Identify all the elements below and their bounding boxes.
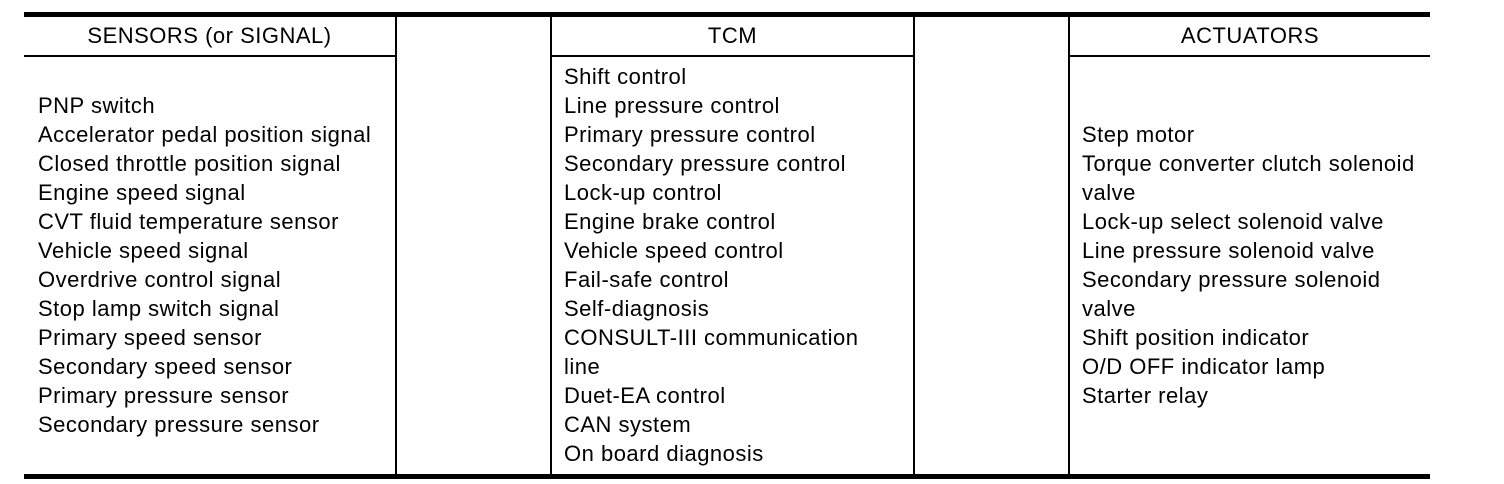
list-item: CVT fluid temperature sensor [38,208,339,234]
list-item: Primary pressure sensor [38,382,290,408]
list-item: Lock-up select solenoid valve [1082,208,1384,234]
list-item: Line pressure solenoid valve [1082,237,1375,263]
list-item: Accelerator pedal position signal [38,121,372,147]
top-rule [24,12,1430,17]
list-item: Secondary speed sensor [38,353,293,379]
tcm-column-header: TCM [552,17,913,57]
list-item: PNP switch [38,92,156,118]
list-item: Shift control [564,63,687,89]
list-item: Vehicle speed signal [38,237,249,263]
list-item: Secondary pressure control [564,150,847,176]
list-item: CAN system [564,411,692,437]
bottom-rule [24,474,1430,479]
list-item: Shift position indicator [1082,324,1310,350]
list-item: Stop lamp switch signal [38,295,280,321]
list-item: Secondary pressure solenoid valve [1082,266,1381,321]
list-item: Fail-safe control [564,266,730,292]
actuators-column-header: ACTUATORS [1070,17,1430,57]
list-item: Self-diagnosis [564,295,710,321]
list-item: Step motor [1082,121,1195,147]
list-item: Primary speed sensor [38,324,262,350]
list-item: Vehicle speed control [564,237,784,263]
sensors-column-header: SENSORS (or SIGNAL) [24,17,395,57]
list-item: Lock-up control [564,179,722,205]
list-item: Starter relay [1082,382,1209,408]
list-item: Engine speed signal [38,179,246,205]
list-item: Overdrive control signal [38,266,282,292]
list-item: Engine brake control [564,208,776,234]
list-item: On board diagnosis [564,440,764,466]
list-item: Primary pressure control [564,121,816,147]
list-item: CONSULT-III communication line [564,324,859,379]
list-item: Closed throttle position signal [38,150,341,176]
list-item: Line pressure control [564,92,780,118]
list-item: O/D OFF indicator lamp [1082,353,1326,379]
list-item: Torque converter clutch solenoid valve [1082,150,1415,205]
list-item: Duet-EA control [564,382,726,408]
list-item: Secondary pressure sensor [38,411,320,437]
